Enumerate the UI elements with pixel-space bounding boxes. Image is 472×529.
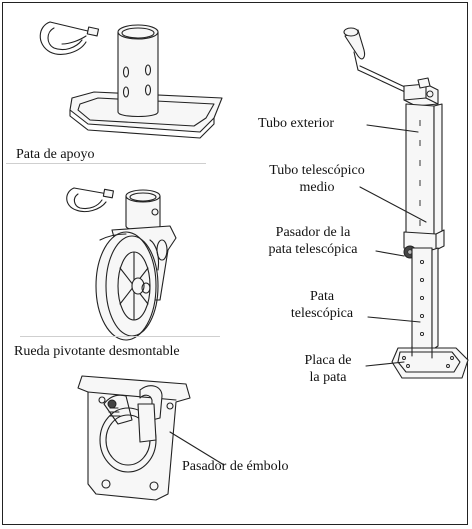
leg-label-line2: telescópica xyxy=(290,306,354,321)
foot-plate-label-line2: la pata xyxy=(309,370,347,385)
divider-wheel xyxy=(20,336,220,337)
middle-tube-label-line2: medio xyxy=(299,180,335,195)
foot-illustration xyxy=(39,21,223,139)
foot-plate-label: Placa de la pata xyxy=(294,352,362,386)
leg-pin-label-line2: pata telescópica xyxy=(268,242,358,257)
divider-foot xyxy=(6,163,206,164)
outer-tube-label: Tubo exterior xyxy=(258,115,334,132)
leg-pin-label: Pasador de la pata telescópica xyxy=(254,224,372,258)
leg-pin-label-line1: Pasador de la xyxy=(275,225,351,240)
leg-label-line1: Pata xyxy=(309,289,335,304)
middle-tube-label: Tubo telescópico medio xyxy=(258,162,376,196)
hairpin-clip-icon xyxy=(39,21,100,55)
caster-wheel-illustration xyxy=(66,187,177,341)
wheel-label: Rueda pivotante desmontable xyxy=(14,344,180,359)
leg-label: Pata telescópica xyxy=(282,288,362,322)
outer-tube-label-line1: Tubo exterior xyxy=(258,116,335,131)
callout-leader-lines xyxy=(169,124,427,466)
foot-label: Pata de apoyo xyxy=(16,147,95,162)
hairpin-clip-icon xyxy=(66,187,114,213)
tongue-jack-illustration xyxy=(343,27,469,379)
plunger-pin-bracket-illustration xyxy=(77,375,191,501)
plunger-pin-label: Pasador de émbolo xyxy=(182,459,289,474)
middle-tube-label-line1: Tubo telescópico xyxy=(269,163,365,178)
figure-frame xyxy=(2,2,468,525)
foot-plate-label-line1: Placa de xyxy=(304,353,352,368)
